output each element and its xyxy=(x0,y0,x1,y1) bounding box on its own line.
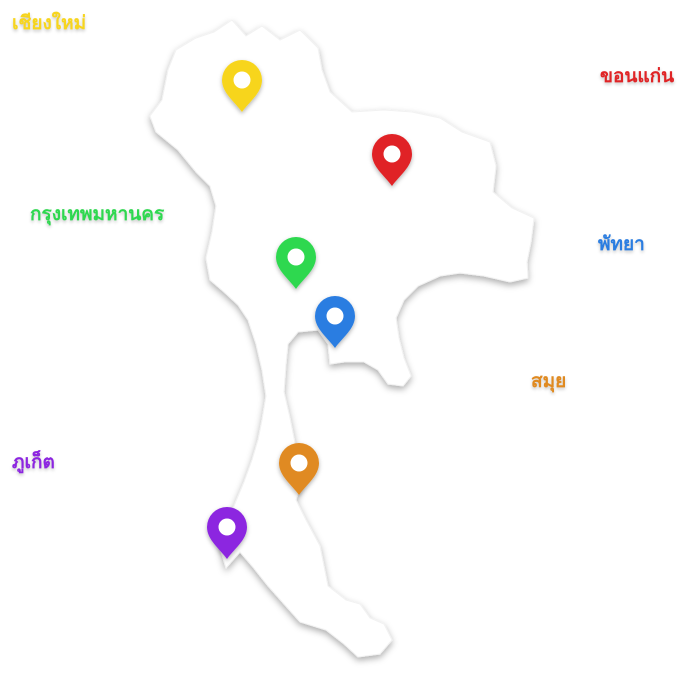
map-pin-center-dot xyxy=(287,248,305,266)
map-pin-phuket[interactable] xyxy=(207,507,247,559)
map-pin-center-dot xyxy=(218,518,236,536)
city-label-phuket[interactable]: ภูเก็ต xyxy=(12,451,55,473)
map-pin-bangkok[interactable] xyxy=(276,237,316,289)
map-pin-samui[interactable] xyxy=(279,443,319,495)
map-pin-khonkaen[interactable] xyxy=(372,134,412,186)
city-label-khonkaen[interactable]: ขอนแก่น xyxy=(600,65,675,87)
map-pin-chiangmai[interactable] xyxy=(222,60,262,112)
map-pin-center-dot xyxy=(326,307,344,325)
map-pin-pattaya[interactable] xyxy=(315,296,355,348)
map-pin-center-dot xyxy=(383,145,401,163)
map-pin-center-dot xyxy=(290,454,308,472)
map-pin-center-dot xyxy=(233,71,251,89)
city-label-samui[interactable]: สมุย xyxy=(531,370,567,392)
city-label-pattaya[interactable]: พัทยา xyxy=(598,233,645,255)
city-label-bangkok[interactable]: กรุงเทพมหานคร xyxy=(30,203,165,225)
pin-layer xyxy=(207,60,412,559)
city-label-chiangmai[interactable]: เชียงใหม่ xyxy=(12,12,87,34)
